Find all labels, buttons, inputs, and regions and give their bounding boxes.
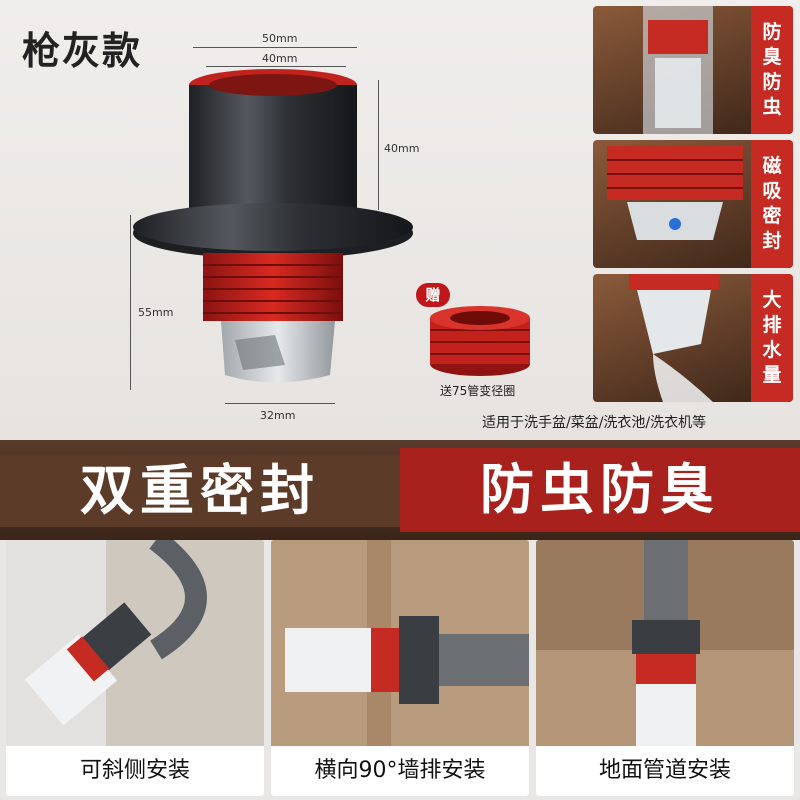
banner-double-seal: 双重密封 xyxy=(0,455,400,527)
feature-label-odor: 防臭防虫 xyxy=(751,6,793,134)
feature-panel-magnetic: 磁吸密封 xyxy=(593,140,793,268)
reducer-ring-image xyxy=(430,306,530,376)
feature-label-drainage: 大排水量 xyxy=(751,274,793,402)
dim-line-inner xyxy=(206,66,346,67)
dim-outer-top: 50mm xyxy=(262,32,298,45)
dim-line-thread xyxy=(130,215,131,390)
gift-badge: 赠 xyxy=(416,283,450,307)
dim-line-outer xyxy=(193,47,357,48)
caption-angled-install: 可斜侧安装 xyxy=(6,746,264,796)
drainage-flow-image xyxy=(629,274,719,402)
odor-seal-image xyxy=(643,6,713,134)
caption-wall-install: 横向90°墙排安装 xyxy=(271,746,529,796)
dim-inner-top: 40mm xyxy=(262,52,298,65)
feature-panel-drainage: 大排水量 xyxy=(593,274,793,402)
dim-line-bottom xyxy=(225,403,335,404)
install-card-wall: 横向90°墙排安装 xyxy=(271,540,529,796)
feature-panel-odor: 防臭防虫 xyxy=(593,6,793,134)
feature-label-magnetic: 磁吸密封 xyxy=(751,140,793,268)
banner-insect-odor-proof: 防虫防臭 xyxy=(400,448,800,532)
caption-floor-install: 地面管道安装 xyxy=(536,746,794,796)
floor-install-image xyxy=(536,540,794,746)
usage-text: 适用于洗手盆/菜盆/洗衣池/洗衣机等 xyxy=(482,415,707,431)
dim-body-height: 40mm xyxy=(384,142,420,155)
wall-install-image xyxy=(271,540,529,746)
dim-line-body xyxy=(378,80,379,210)
dim-bottom-width: 32mm xyxy=(260,409,296,422)
product-title: 枪灰款 xyxy=(22,29,143,73)
gift-caption: 送75管变径圈 xyxy=(440,384,516,398)
install-card-angled: 可斜侧安装 xyxy=(6,540,264,796)
dim-thread-height: 55mm xyxy=(138,306,174,319)
angled-install-image xyxy=(6,540,264,746)
magnetic-seal-image xyxy=(607,146,743,240)
install-card-floor: 地面管道安装 xyxy=(536,540,794,796)
drain-connector-image xyxy=(133,69,413,383)
